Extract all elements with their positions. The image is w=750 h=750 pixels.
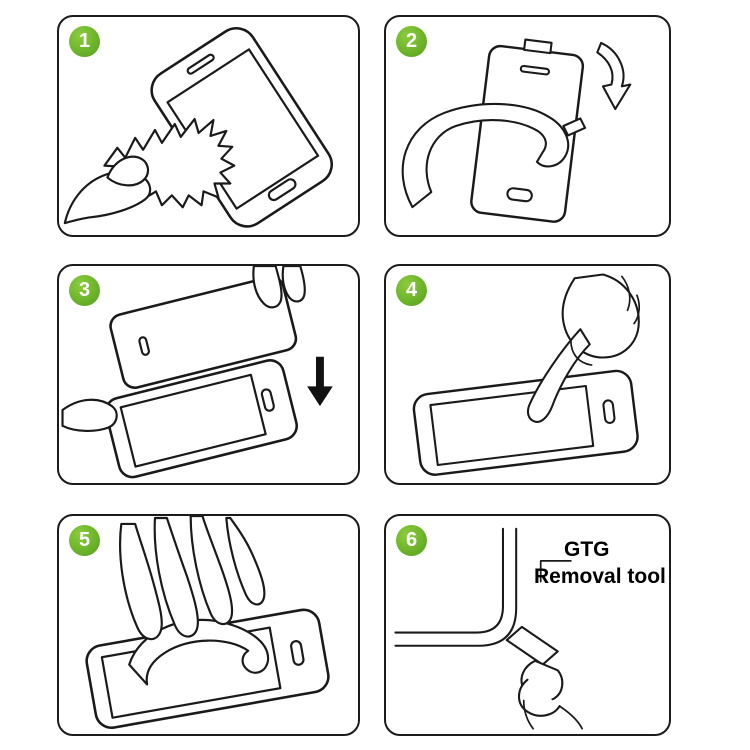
protector-outline [109, 275, 298, 389]
thumb [106, 155, 150, 187]
step-badge: 2 [396, 26, 427, 57]
thumb-line [570, 339, 593, 366]
step-number: 4 [405, 279, 418, 301]
phone-screen [119, 373, 267, 468]
phone [104, 359, 298, 479]
step-badge: 6 [396, 525, 427, 556]
step-number: 2 [405, 30, 418, 52]
step-panel-4: 4 [384, 264, 671, 485]
down-arrow-icon [307, 356, 333, 407]
step-badge: 4 [396, 275, 427, 306]
pinching-thumb [517, 678, 561, 717]
home-button-slot [260, 388, 275, 412]
phone [412, 369, 639, 476]
step-panel-3: 3 [57, 264, 360, 485]
step-badge: 3 [69, 275, 100, 306]
curled-finger-line [633, 294, 641, 325]
home-button-slot [290, 640, 305, 666]
finger [281, 266, 306, 303]
step-panel-2: 2 [384, 15, 671, 237]
earpiece-slot [186, 53, 215, 75]
finger [189, 516, 234, 626]
finger [119, 522, 163, 641]
removal-tool [505, 625, 559, 666]
protective-film [401, 102, 570, 209]
curled-finger-line [620, 275, 631, 312]
home-button-slot [267, 178, 297, 202]
earpiece-cutout [519, 64, 551, 76]
home-cutout [506, 187, 533, 203]
clean-screen-illustration [63, 27, 333, 228]
removal-tool-label-line2: Removal tool [534, 565, 666, 589]
step-panel-5: 5 [57, 514, 360, 736]
glass-protector [470, 38, 585, 223]
peel-arrow-icon [596, 41, 632, 111]
label-leader-line [539, 560, 572, 583]
step-number: 3 [78, 279, 91, 301]
index-finger [526, 328, 591, 423]
finger [153, 516, 199, 638]
removal-tool-label-line1: GTG [564, 538, 610, 561]
step-number: 1 [78, 30, 91, 52]
step-badge: 1 [69, 26, 100, 57]
step-number: 5 [78, 529, 91, 551]
step-panel-1: 1 [57, 15, 360, 237]
wrist-line [522, 699, 535, 730]
step-panel-6: GTG Removal tool 6 [384, 514, 671, 736]
align-glass-illustration [61, 266, 333, 479]
wiping-cloth [128, 618, 270, 686]
step-number: 6 [405, 529, 418, 551]
protector-tab [523, 38, 553, 55]
wrist-line [558, 705, 584, 730]
home-button-slot [602, 399, 616, 424]
peel-film-illustration [401, 38, 632, 223]
removal-tool-label: GTG Removal tool [534, 536, 666, 591]
glass-corner-outer-edge [394, 527, 505, 634]
removal-tool-illustration [394, 527, 584, 730]
wipe-bubbles-illustration [85, 516, 330, 730]
glass-corner-inner-edge [394, 527, 518, 647]
film-tab [562, 117, 587, 137]
glass-protector [109, 275, 298, 389]
finger [225, 516, 266, 606]
press-center-illustration [412, 273, 641, 476]
finger [252, 266, 283, 309]
hand [61, 398, 118, 432]
step-badge: 5 [69, 525, 100, 556]
earpiece-cutout [138, 336, 150, 356]
